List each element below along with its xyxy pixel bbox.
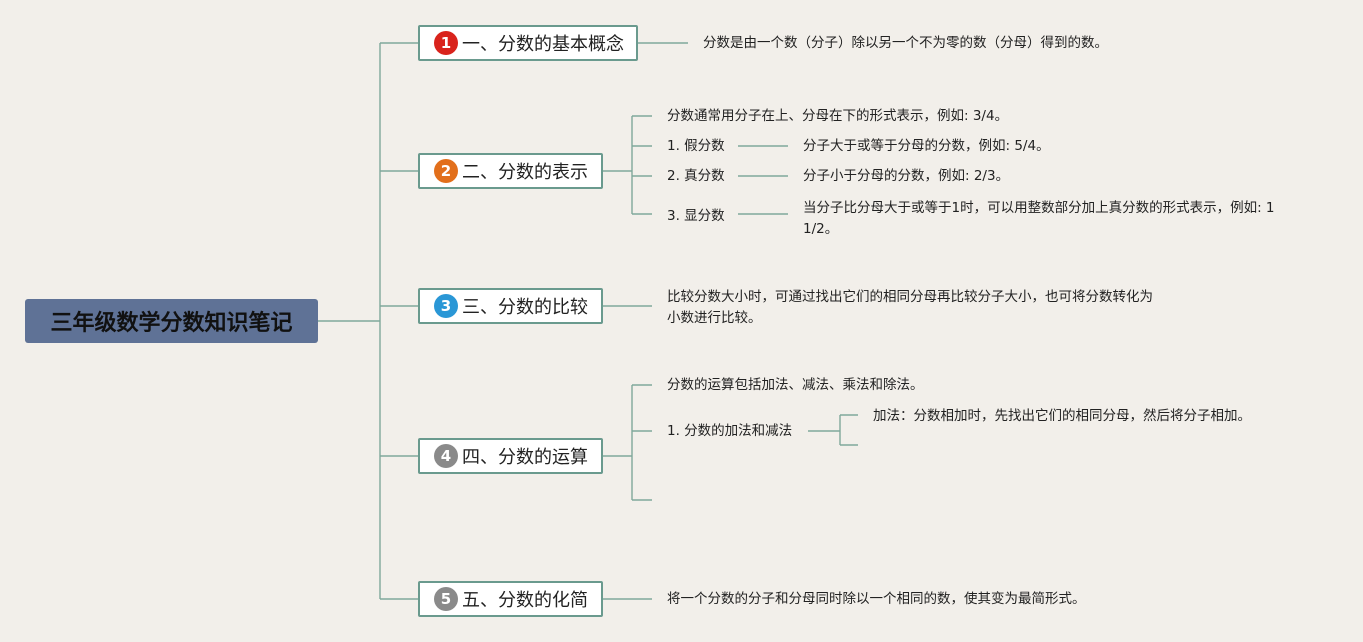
note-definition: 分数是由一个数（分子）除以另一个不为零的数（分母）得到的数。 bbox=[703, 35, 1108, 51]
topic-representation[interactable]: 2 二、分数的表示 bbox=[418, 153, 603, 189]
note-representation: 分数通常用分子在上、分母在下的形式表示，例如: 3/4。 bbox=[667, 108, 1009, 124]
detail-addition: 加法：分数相加时，先找出它们的相同分母，然后将分子相加。 bbox=[873, 408, 1251, 424]
number-2-icon: 2 bbox=[434, 159, 458, 183]
note-simplification: 将一个分数的分子和分母同时除以一个相同的数，使其变为最简形式。 bbox=[667, 591, 1086, 607]
topic-label: 三、分数的比较 bbox=[462, 297, 588, 318]
number-4-icon: 4 bbox=[434, 444, 458, 468]
sub-mixed-fraction[interactable]: 3. 显分数 bbox=[667, 208, 725, 224]
number-5-icon: 5 bbox=[434, 587, 458, 611]
note-comparison: 比较分数大小时，可通过找出它们的相同分母再比较分子大小，也可将分数转化为小数进行… bbox=[667, 289, 1153, 326]
topic-label: 二、分数的表示 bbox=[462, 162, 588, 183]
topic-operations[interactable]: 4 四、分数的运算 bbox=[418, 438, 603, 474]
root-title: 三年级数学分数知识笔记 bbox=[50, 311, 293, 336]
topic-label: 四、分数的运算 bbox=[462, 447, 588, 468]
detail-improper-fraction: 分子大于或等于分母的分数，例如: 5/4。 bbox=[803, 138, 1050, 154]
note-operations: 分数的运算包括加法、减法、乘法和除法。 bbox=[667, 377, 924, 393]
sub-improper-fraction[interactable]: 1. 假分数 bbox=[667, 138, 725, 154]
topic-basic-concept[interactable]: 1 一、分数的基本概念 bbox=[418, 25, 638, 61]
sub-addition-subtraction[interactable]: 1. 分数的加法和减法 bbox=[667, 423, 793, 439]
number-3-icon: 3 bbox=[434, 294, 458, 318]
number-1-icon: 1 bbox=[434, 31, 458, 55]
topic-label: 五、分数的化简 bbox=[462, 590, 588, 611]
topic-simplification[interactable]: 5 五、分数的化简 bbox=[418, 581, 603, 617]
detail-proper-fraction: 分子小于分母的分数，例如: 2/3。 bbox=[803, 168, 1010, 184]
root-topic[interactable]: 三年级数学分数知识笔记 bbox=[25, 299, 318, 343]
topic-comparison[interactable]: 3 三、分数的比较 bbox=[418, 288, 603, 324]
detail-mixed-fraction: 当分子比分母大于或等于1时，可以用整数部分加上真分数的形式表示，例如: 1 1/… bbox=[803, 200, 1275, 237]
topic-label: 一、分数的基本概念 bbox=[462, 34, 624, 55]
sub-proper-fraction[interactable]: 2. 真分数 bbox=[667, 168, 725, 184]
